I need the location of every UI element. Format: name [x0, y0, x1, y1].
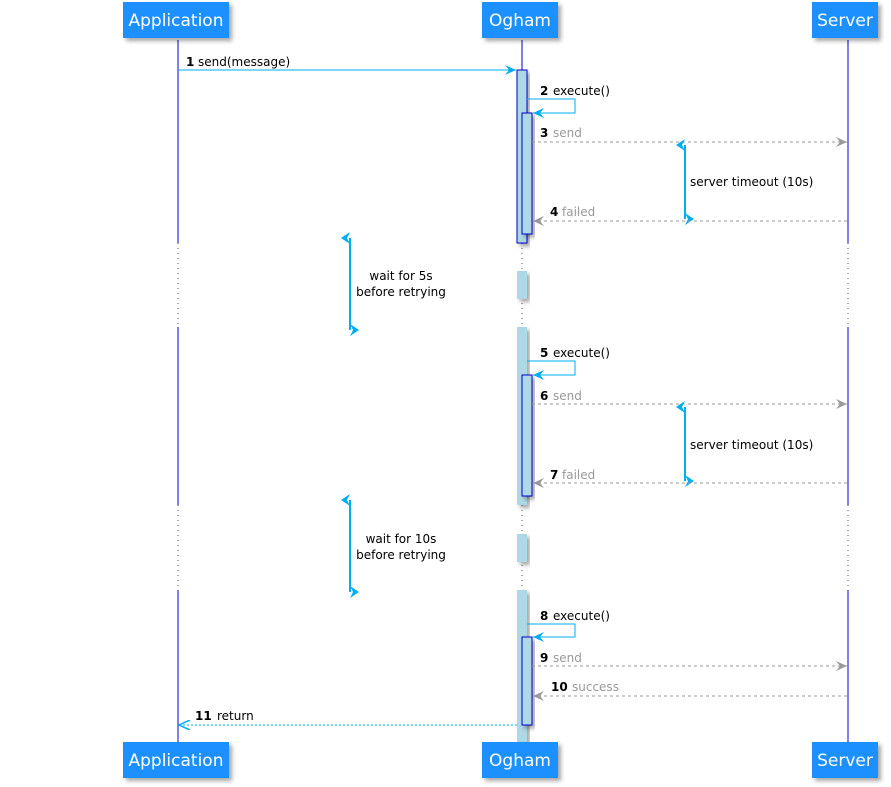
participant-ogham-bottom: Ogham — [482, 742, 558, 778]
message-4: 4 failed — [533, 205, 847, 226]
participant-label: Application — [129, 751, 224, 771]
message-number: 4 — [550, 205, 558, 219]
wait-note-line-1: wait for 10s — [366, 532, 437, 546]
message-label: failed — [562, 205, 595, 219]
timeout-note-1: server timeout (10s) — [676, 139, 813, 225]
message-number: 11 — [195, 709, 212, 723]
message-5: 5 execute() — [527, 346, 610, 380]
message-label: send — [553, 389, 582, 403]
message-6: 6 send — [532, 389, 847, 409]
message-8: 8 execute() — [527, 609, 610, 642]
timeout-note-text: server timeout (10s) — [690, 175, 813, 189]
message-label: failed — [562, 468, 595, 482]
message-number: 6 — [540, 389, 548, 403]
message-number: 10 — [551, 680, 568, 694]
message-number: 3 — [540, 126, 548, 140]
participant-application-bottom: Application — [123, 742, 229, 778]
message-label: return — [217, 709, 254, 723]
message-label: success — [572, 680, 619, 694]
participant-application-top: Application — [123, 2, 229, 38]
message-label: send — [553, 126, 582, 140]
message-7: 7 failed — [533, 468, 847, 488]
participant-ogham-top: Ogham — [482, 2, 558, 38]
activation-outer-gap-2 — [517, 534, 527, 562]
message-number: 8 — [540, 609, 548, 623]
activation-outer-gap-1 — [517, 271, 527, 299]
wait-note-1: wait for 5s before retrying — [341, 232, 446, 336]
message-label: execute() — [553, 346, 610, 360]
message-label: send(message) — [198, 55, 290, 69]
message-1: 1 send(message) — [178, 55, 516, 75]
participant-server-top: Server — [812, 2, 878, 38]
wait-note-line-2: before retrying — [356, 285, 446, 299]
timeout-note-text: server timeout (10s) — [690, 438, 813, 452]
message-number: 1 — [186, 55, 194, 69]
message-number: 9 — [540, 651, 548, 665]
participant-label: Server — [817, 11, 873, 31]
participant-server-bottom: Server — [812, 742, 878, 778]
message-label: execute() — [553, 609, 610, 623]
message-9: 9 send — [532, 651, 847, 671]
wait-note-line-1: wait for 5s — [369, 269, 432, 283]
participant-label: Server — [817, 751, 873, 771]
participant-label: Ogham — [489, 751, 551, 771]
message-3: 3 send — [532, 126, 847, 147]
message-2: 2 execute() — [527, 84, 610, 118]
activation-inner-1 — [521, 112, 533, 235]
wait-note-line-2: before retrying — [356, 548, 446, 562]
activation-bars — [516, 69, 533, 743]
timeout-note-2: server timeout (10s) — [676, 401, 813, 487]
message-label: send — [553, 651, 582, 665]
activation-inner-2 — [521, 374, 533, 497]
message-11: 11 return — [179, 709, 517, 725]
participant-label: Ogham — [489, 11, 551, 31]
activation-inner-3 — [521, 636, 533, 726]
wait-note-2: wait for 10s before retrying — [341, 494, 446, 598]
message-number: 2 — [540, 84, 548, 98]
participant-label: Application — [129, 11, 224, 31]
message-number: 5 — [540, 346, 548, 360]
message-label: execute() — [553, 84, 610, 98]
message-10: 10 success — [533, 680, 847, 701]
message-number: 7 — [550, 468, 558, 482]
